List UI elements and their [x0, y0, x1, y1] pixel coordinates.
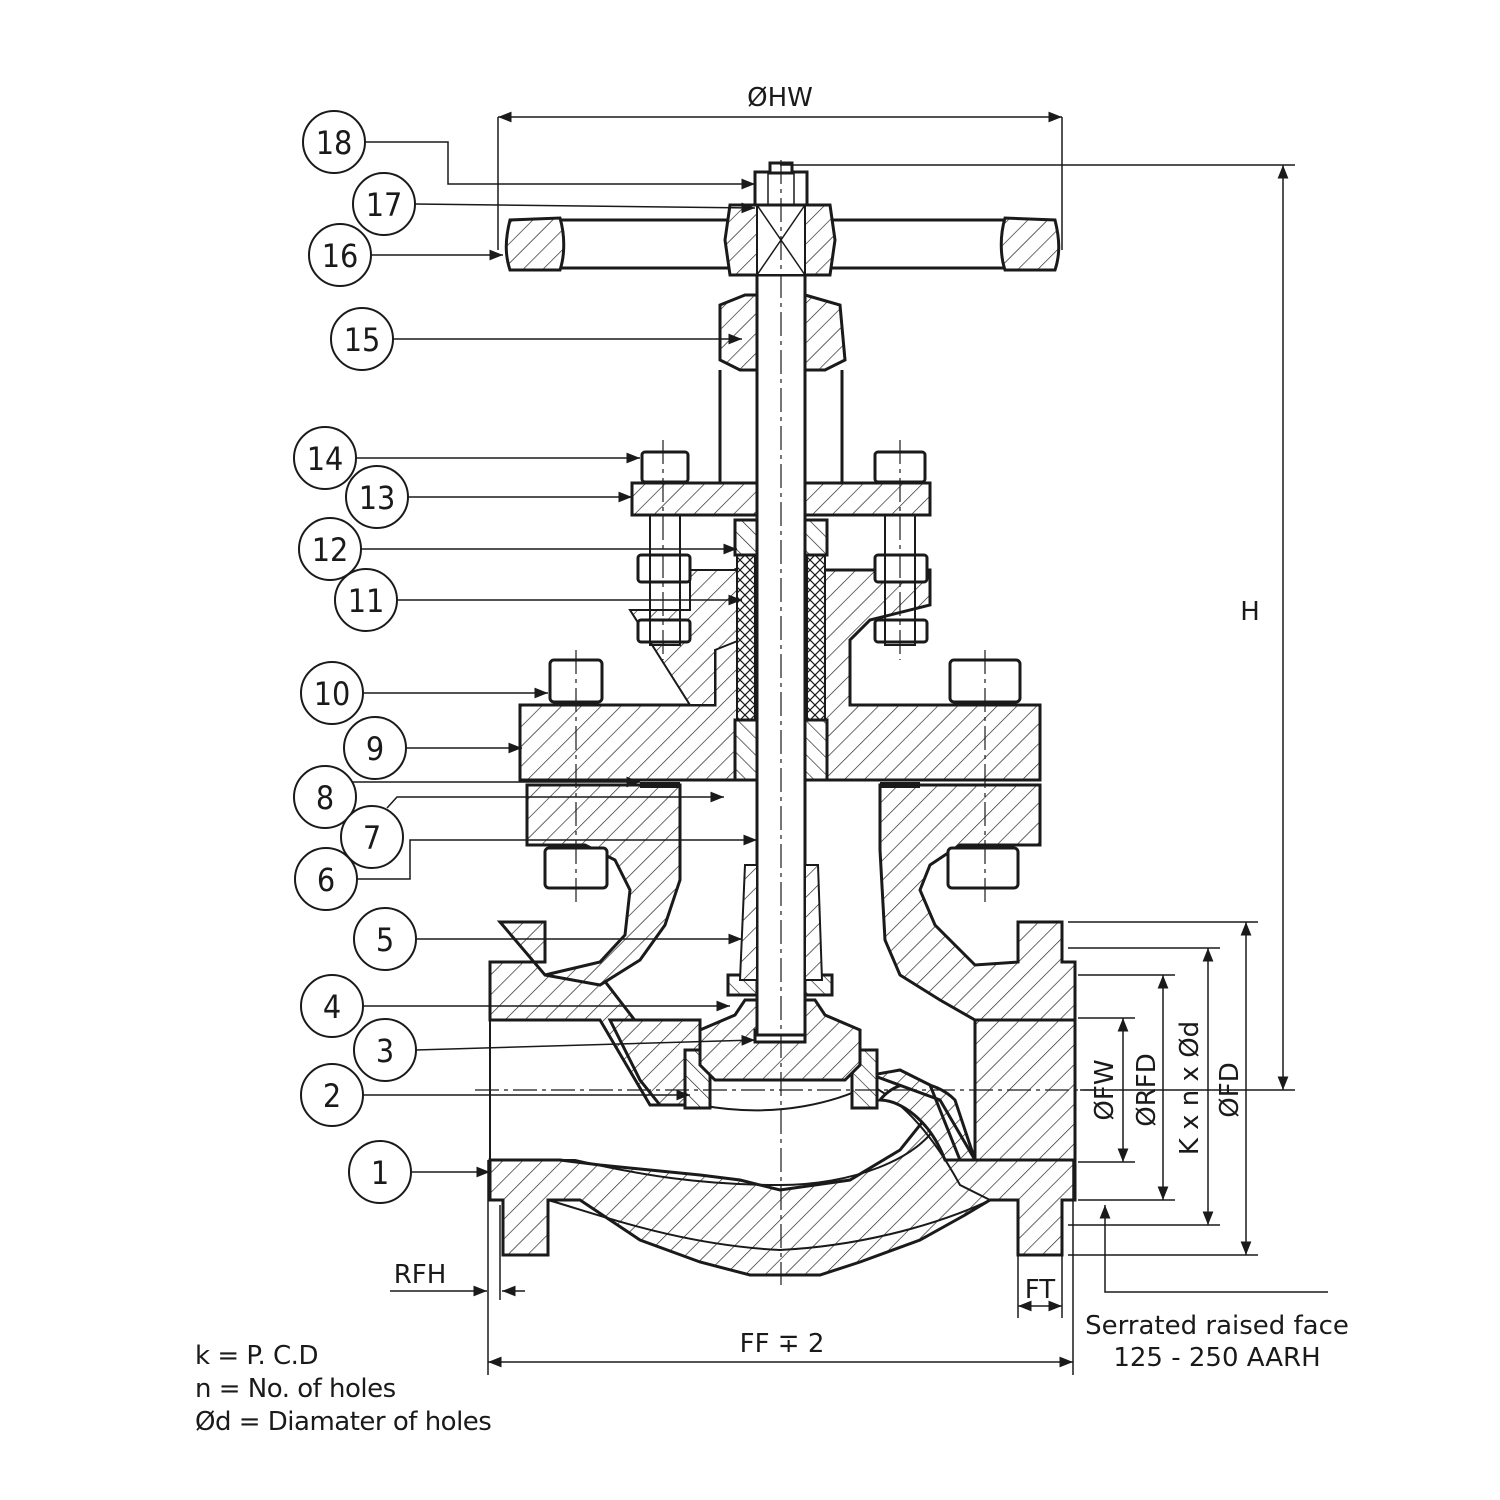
balloon-circle: [343, 716, 407, 780]
balloon-number: 14: [307, 440, 344, 478]
dim-flange-dia: ØFD: [1215, 1062, 1245, 1117]
legend-line-holes: n = No. of holes: [195, 1374, 396, 1404]
dim-raised-face-dia: ØRFD: [1132, 1053, 1162, 1127]
leader-line: [357, 834, 757, 880]
balloon-circle: [300, 1063, 364, 1127]
balloon-number: 9: [366, 730, 384, 768]
balloon-circle: [302, 110, 366, 174]
balloon-8: 8: [293, 765, 640, 829]
balloon-2: 2: [300, 1063, 690, 1127]
balloon-number: 1: [371, 1154, 389, 1192]
dim-height: H: [1240, 597, 1260, 627]
balloon-number: 15: [344, 321, 381, 359]
balloon-circle: [330, 307, 394, 371]
balloon-number: 10: [314, 675, 351, 713]
balloon-number: 3: [376, 1032, 394, 1070]
dim-flange-thickness: FT: [1025, 1275, 1055, 1305]
balloon-12: 12: [298, 517, 737, 581]
balloon-circle: [300, 661, 364, 725]
dim-bolt-pattern: K x n x Ød: [1175, 1021, 1205, 1155]
balloon-7: 7: [340, 791, 724, 869]
legend-line-pcd: k = P. C.D: [195, 1341, 318, 1371]
balloon-number: 11: [348, 582, 385, 620]
balloon-number: 6: [317, 861, 335, 899]
balloon-number: 4: [323, 988, 341, 1026]
dimension-lines: [390, 111, 1328, 1375]
balloon-number: 18: [316, 124, 353, 162]
balloon-number: 13: [359, 479, 396, 517]
balloon-16: 16: [308, 223, 503, 287]
balloon-14: 14: [293, 426, 640, 490]
balloon-13: 13: [345, 465, 632, 529]
balloon-circle: [300, 974, 364, 1038]
bonnet-studs: [543, 650, 1022, 905]
balloon-5: 5: [353, 907, 742, 971]
balloon-18: 18: [302, 110, 755, 190]
balloon-circle: [293, 426, 357, 490]
balloon-6: 6: [294, 834, 757, 911]
handwheel: [504, 203, 1061, 277]
balloon-circle: [353, 907, 417, 971]
leader-line: [414, 202, 756, 214]
gasket: [640, 782, 680, 788]
legend-line-hole-dia: Ød = Diamater of holes: [195, 1407, 492, 1437]
balloon-number: 7: [363, 819, 381, 857]
balloon-circle: [345, 465, 409, 529]
dim-handwheel-dia: ØHW: [747, 83, 813, 113]
dim-raised-face-height: RFH: [394, 1260, 447, 1290]
legend: k = P. C.D n = No. of holes Ød = Diamate…: [195, 1340, 492, 1439]
balloon-number: 2: [323, 1077, 341, 1115]
balloon-circle: [298, 517, 362, 581]
balloon-number: 12: [312, 531, 349, 569]
balloon-15: 15: [330, 307, 742, 371]
balloon-1: 1: [348, 1140, 490, 1204]
balloon-3: 3: [353, 1018, 756, 1082]
dim-face-to-face: FF ∓ 2: [740, 1329, 825, 1359]
balloon-number: 8: [316, 779, 334, 817]
balloon-9: 9: [343, 716, 522, 780]
leader-line: [365, 141, 755, 190]
balloon-circle: [308, 223, 372, 287]
face-note-line2: 125 - 250 AARH: [1113, 1343, 1320, 1373]
valve-body: [488, 783, 1077, 1277]
balloon-number: 17: [366, 186, 403, 224]
balloon-circle: [293, 765, 357, 829]
balloon-circle: [353, 1018, 417, 1082]
balloon-circle: [334, 568, 398, 632]
leader-line: [415, 1035, 756, 1051]
balloon-circle: [340, 805, 404, 869]
leader-line: [386, 791, 724, 809]
balloon-number: 5: [376, 921, 394, 959]
balloon-10: 10: [300, 661, 548, 725]
face-note-line1: Serrated raised face: [1085, 1311, 1349, 1341]
balloon-number: 16: [322, 237, 359, 275]
balloon-4: 4: [300, 974, 730, 1038]
balloon-11: 11: [334, 568, 742, 632]
balloon-17: 17: [352, 172, 756, 236]
balloon-circle: [352, 172, 416, 236]
gland-studs: [636, 440, 929, 660]
balloon-circle: [348, 1140, 412, 1204]
center-lines: [475, 160, 1095, 1285]
balloon-circle: [294, 847, 358, 911]
dim-flow-dia: ØFW: [1090, 1059, 1120, 1120]
dimension-labels: ØHW H ØFW ØRFD K x n x Ød ØFD RFH FT FF …: [394, 83, 1349, 1373]
